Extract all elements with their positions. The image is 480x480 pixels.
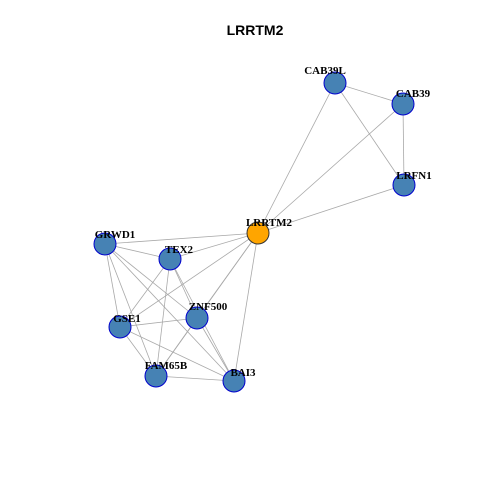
node-label-cab39: CAB39 [396,88,431,100]
edge-gse1-lrrtm2 [119,232,259,328]
node-tex2[interactable] [158,247,182,271]
edge-znf500-fam65b [155,317,198,377]
node-lrfn1[interactable] [392,173,416,197]
graph-title: LRRTM2 [227,22,284,38]
node-cab39l[interactable] [323,71,347,95]
edge-fam65b-bai3 [155,375,235,382]
edge-znf500-bai3 [196,317,235,382]
node-fam65b[interactable] [144,364,168,388]
node-grwd1[interactable] [93,232,117,256]
edge-tex2-gse1 [119,258,171,328]
edge-cab39l-lrrtm2 [257,82,336,234]
node-lrrtm2[interactable] [246,221,270,245]
edge-tex2-lrrtm2 [169,232,259,260]
node-label-lrrtm2: LRRTM2 [246,217,293,229]
node-label-tex2: TEX2 [165,244,194,256]
node-gse1[interactable] [108,315,132,339]
edge-grwd1-lrrtm2 [104,232,259,245]
edge-gse1-bai3 [119,326,235,382]
node-label-znf500: ZNF500 [189,301,228,313]
edge-grwd1-znf500 [104,243,198,319]
edge-tex2-fam65b [155,258,171,377]
label-layer: LRRTM2 CAB39L CAB39LRFN1GRWD1TEX2ZNF500GSE… [95,65,432,379]
edge-gse1-znf500 [119,317,198,328]
edge-cab39-lrfn1 [402,103,405,186]
edge-cab39-lrrtm2 [257,103,404,234]
node-label-grwd1: GRWD1 [95,229,136,241]
node-cab39[interactable] [391,92,415,116]
node-label-gse1: GSE1 [113,313,141,325]
node-label-lrfn1: LRFN1 [396,170,431,182]
edge-grwd1-fam65b [104,243,157,377]
node-label-fam65b: FAM65B [145,360,188,372]
edge-bai3-lrrtm2 [233,232,259,382]
edge-cab39l-cab39 [334,82,404,105]
edge-grwd1-gse1 [104,243,121,328]
edge-lrfn1-lrrtm2 [257,184,405,234]
node-bai3[interactable] [222,369,246,393]
node-layer [93,71,416,393]
node-label-cab39l: CAB39L [304,65,346,77]
node-znf500[interactable] [185,306,209,330]
edge-grwd1-bai3 [104,243,235,382]
node-label-bai3: BAI3 [230,367,256,379]
